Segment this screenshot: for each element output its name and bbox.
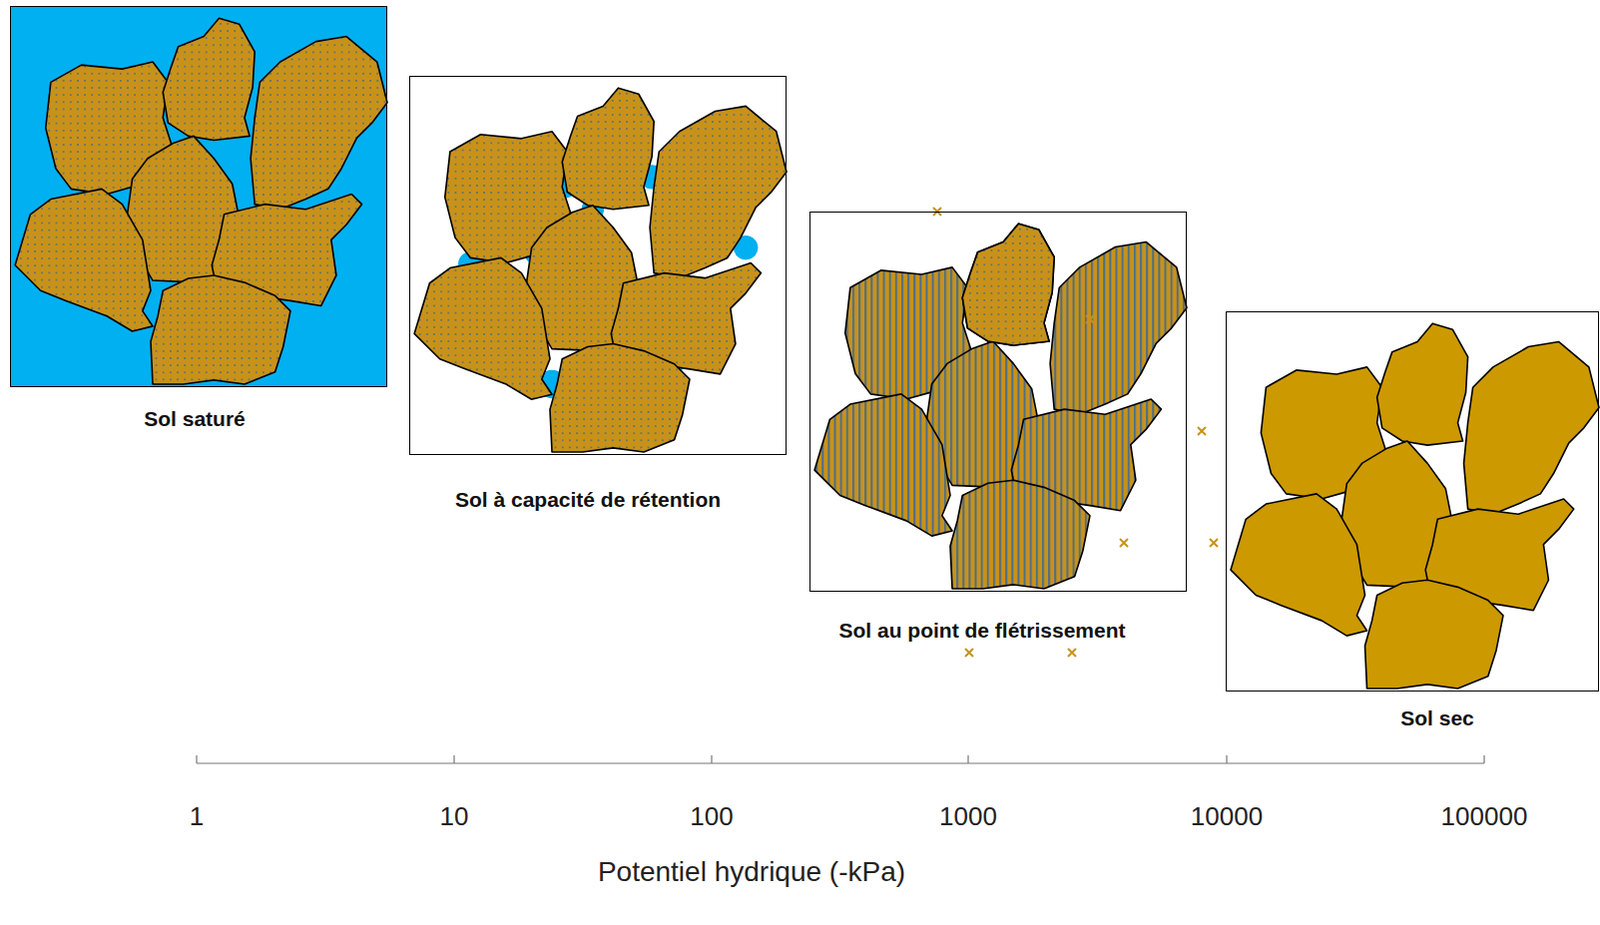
panel-caption: Sol saturé [143,407,246,432]
soil-panel: Sol saturé [9,5,388,388]
soil-panel: Sol au point de flétrissement [809,211,1187,592]
axis-tick-label: 100000 [1441,801,1529,833]
axis-tick-label: 1 [189,801,204,833]
axis-tick-label: 1000 [939,801,998,833]
panel-caption: Sol sec [1400,706,1475,731]
panel-caption: Sol à capacité de rétention [455,488,721,513]
axis-tick-label: 10 [440,801,470,833]
soil-panel: Sol sec [1225,311,1600,692]
axis-title: Potentiel hydrique (-kPa) [597,856,906,889]
axis-tick-label: 10000 [1190,801,1263,833]
panel-caption: Sol au point de flétrissement [838,618,1125,643]
soil-panel: Sol à capacité de rétention [409,75,787,456]
axis-tick-label: 100 [689,801,733,833]
